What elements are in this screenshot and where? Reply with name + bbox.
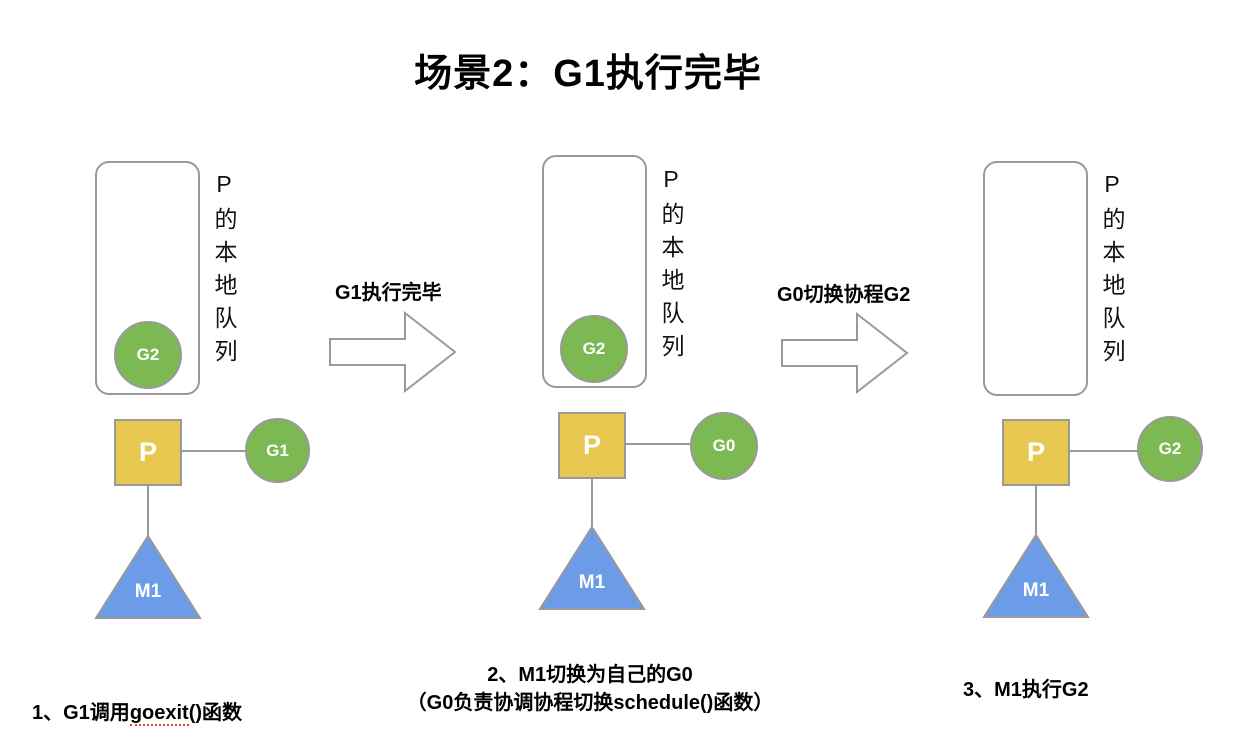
queue-label: P的本地队列 [1099, 171, 1125, 372]
goroutine-label: G2 [582, 339, 606, 358]
goroutine-circle-linked: G0 [690, 412, 758, 480]
goroutine-circle-queued: G2 [560, 315, 628, 383]
machine-triangle: M1 [982, 533, 1090, 618]
machine-triangle: M1 [538, 525, 646, 610]
caption-step3: 3、M1执行G2 [963, 679, 1089, 701]
local-queue-box [983, 161, 1088, 396]
arrow1-label: G1执行完毕 [335, 282, 442, 304]
processor-square: P [1002, 419, 1070, 486]
goroutine-label: G2 [136, 345, 160, 364]
queue-label: P的本地队列 [211, 171, 237, 372]
caption-step1-prefix: 1、G1调用 [32, 702, 130, 724]
p-to-m-connector [1035, 486, 1037, 534]
caption-step1-suffix: ()函数 [188, 702, 243, 724]
machine-label: M1 [135, 581, 162, 602]
processor-label: P [582, 430, 601, 460]
diagram-title: 场景2：G1执行完毕 [414, 53, 762, 95]
caption-step1-spellcheck-underline: goexit [129, 702, 189, 726]
p-to-m-connector [591, 479, 593, 526]
goroutine-label: G2 [1158, 439, 1182, 458]
processor-square: P [114, 419, 182, 486]
arrow2-label: G0切换协程G2 [777, 284, 911, 306]
goroutine-circle-linked: G2 [1137, 416, 1203, 482]
p-to-g-connector [181, 450, 245, 452]
caption-step1: 1、G1调用goexit()函数 [32, 673, 243, 726]
goroutine-label: G0 [712, 436, 736, 455]
p-to-g-connector [1068, 450, 1137, 452]
p-to-g-connector [625, 443, 690, 445]
p-to-m-connector [147, 486, 149, 535]
caption-step2: 2、M1切换为自己的G0 （G0负责协调协程切换schedule()函数） [406, 664, 774, 714]
processor-square: P [558, 412, 626, 479]
processor-label: P [1026, 437, 1045, 467]
right-block-arrow [781, 311, 909, 395]
right-block-arrow [329, 310, 457, 394]
machine-label: M1 [579, 572, 606, 593]
processor-label: P [138, 437, 157, 467]
machine-label: M1 [1023, 580, 1050, 601]
machine-triangle: M1 [94, 534, 202, 619]
goroutine-circle-linked: G1 [245, 418, 310, 483]
goroutine-label: G1 [266, 440, 289, 460]
queue-label: P的本地队列 [658, 166, 684, 367]
goroutine-circle-queued: G2 [114, 321, 182, 389]
